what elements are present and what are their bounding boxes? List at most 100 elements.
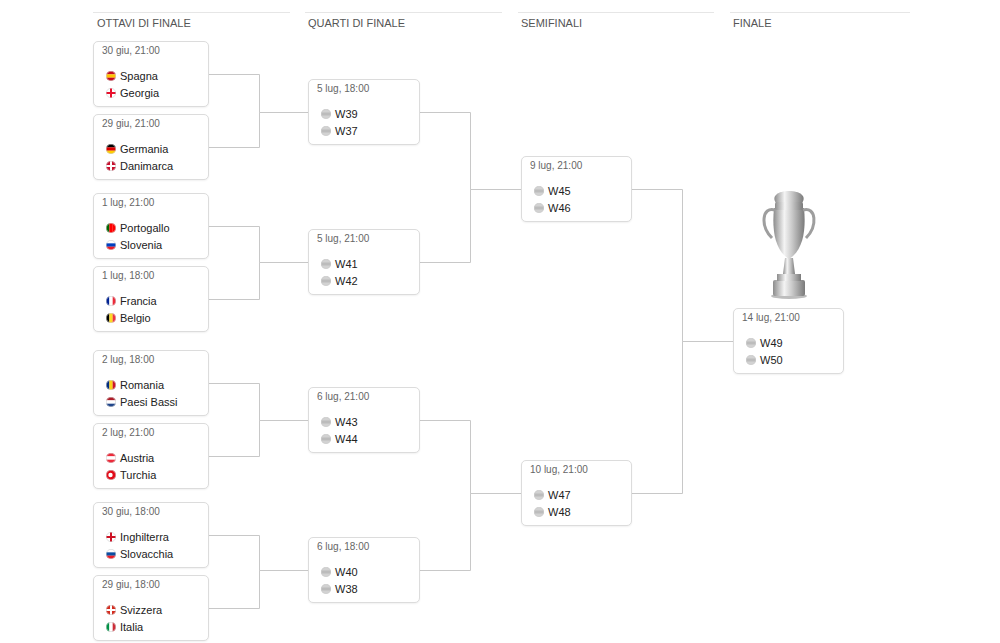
team-name: Portogallo — [120, 222, 170, 234]
team-name: W39 — [335, 108, 358, 120]
team-row: Georgia — [106, 86, 159, 100]
bracket-connector — [420, 494, 521, 571]
team-row: Spagna — [106, 69, 158, 83]
flag-icon — [106, 88, 116, 98]
team-name: Slovenia — [120, 239, 162, 251]
match-box: 1 lug, 18:00FranciaBelgio — [93, 266, 209, 332]
trophy-illustration — [764, 191, 814, 299]
flag-icon — [106, 144, 116, 154]
flag-icon — [106, 453, 116, 463]
team-name: Austria — [120, 452, 154, 464]
bracket-connector — [209, 227, 308, 263]
flag-icon — [106, 313, 116, 323]
team-row: Italia — [106, 620, 143, 634]
bracket-connector — [209, 421, 308, 457]
match-date: 1 lug, 21:00 — [102, 197, 154, 208]
team-row: W49 — [746, 336, 783, 350]
match-date: 9 lug, 21:00 — [530, 160, 582, 171]
match-date: 1 lug, 18:00 — [102, 270, 154, 281]
match-box: 10 lug, 21:00W47W48 — [521, 460, 632, 526]
flag-icon — [746, 338, 756, 348]
team-row: W42 — [321, 274, 358, 288]
team-row: W38 — [321, 582, 358, 596]
team-row: W37 — [321, 124, 358, 138]
team-name: Francia — [120, 295, 157, 307]
match-date: 6 lug, 18:00 — [317, 541, 369, 552]
team-name: Slovacchia — [120, 548, 173, 560]
round-header: OTTAVI DI FINALE — [97, 17, 191, 29]
flag-icon — [106, 240, 116, 250]
round-header: SEMIFINALI — [521, 17, 582, 29]
team-row: W48 — [534, 505, 571, 519]
team-row: Inghilterra — [106, 530, 169, 544]
match-date: 2 lug, 21:00 — [102, 427, 154, 438]
flag-icon — [746, 355, 756, 365]
team-name: W50 — [760, 354, 783, 366]
team-row: Germania — [106, 142, 168, 156]
match-box: 2 lug, 18:00RomaniaPaesi Bassi — [93, 350, 209, 416]
match-box: 2 lug, 21:00AustriaTurchia — [93, 423, 209, 489]
flag-icon — [106, 532, 116, 542]
flag-icon — [106, 605, 116, 615]
match-box: 5 lug, 21:00W41W42 — [308, 229, 420, 295]
team-row: Francia — [106, 294, 157, 308]
match-date: 14 lug, 21:00 — [742, 312, 800, 323]
team-name: W37 — [335, 125, 358, 137]
flag-icon — [106, 397, 116, 407]
match-box: 29 giu, 18:00SvizzeraItalia — [93, 575, 209, 641]
match-date: 6 lug, 21:00 — [317, 391, 369, 402]
flag-icon — [106, 549, 116, 559]
header-rule — [93, 12, 910, 13]
match-date: 2 lug, 18:00 — [102, 354, 154, 365]
team-row: Slovacchia — [106, 547, 173, 561]
team-name: Georgia — [120, 87, 159, 99]
team-row: Paesi Bassi — [106, 395, 177, 409]
flag-icon — [106, 223, 116, 233]
flag-icon — [534, 186, 544, 196]
team-row: Austria — [106, 451, 154, 465]
match-date: 30 giu, 21:00 — [102, 45, 160, 56]
flag-icon — [106, 71, 116, 81]
flag-icon — [321, 584, 331, 594]
flag-icon — [321, 417, 331, 427]
match-box: 6 lug, 18:00W40W38 — [308, 537, 420, 603]
team-name: Inghilterra — [120, 531, 169, 543]
flag-icon — [106, 622, 116, 632]
team-name: W42 — [335, 275, 358, 287]
match-date: 5 lug, 18:00 — [317, 83, 369, 94]
team-row: W45 — [534, 184, 571, 198]
team-row: Svizzera — [106, 603, 162, 617]
team-name: Belgio — [120, 312, 151, 324]
team-name: W38 — [335, 583, 358, 595]
flag-icon — [106, 296, 116, 306]
bracket-connector — [420, 190, 521, 263]
team-row: Belgio — [106, 311, 151, 325]
team-name: Romania — [120, 379, 164, 391]
match-box: 29 giu, 21:00GermaniaDanimarca — [93, 114, 209, 180]
team-row: Turchia — [106, 468, 156, 482]
team-row: W39 — [321, 107, 358, 121]
bracket-connector — [209, 536, 308, 571]
team-name: Spagna — [120, 70, 158, 82]
team-row: Danimarca — [106, 159, 173, 173]
bracket-connector — [420, 113, 521, 190]
round-header: QUARTI DI FINALE — [308, 17, 405, 29]
flag-icon — [534, 203, 544, 213]
team-row: W50 — [746, 353, 783, 367]
bracket-connector — [209, 571, 308, 609]
team-name: W41 — [335, 258, 358, 270]
round-header: FINALE — [733, 17, 772, 29]
bracket-connector — [632, 342, 733, 494]
team-name: W40 — [335, 566, 358, 578]
match-box: 30 giu, 18:00InghilterraSlovacchia — [93, 502, 209, 568]
flag-icon — [106, 380, 116, 390]
team-row: W40 — [321, 565, 358, 579]
team-row: W47 — [534, 488, 571, 502]
flag-icon — [321, 567, 331, 577]
team-row: W43 — [321, 415, 358, 429]
bracket-connector — [632, 190, 733, 342]
team-name: Germania — [120, 143, 168, 155]
flag-icon — [321, 126, 331, 136]
team-name: W48 — [548, 506, 571, 518]
flag-icon — [106, 470, 116, 480]
